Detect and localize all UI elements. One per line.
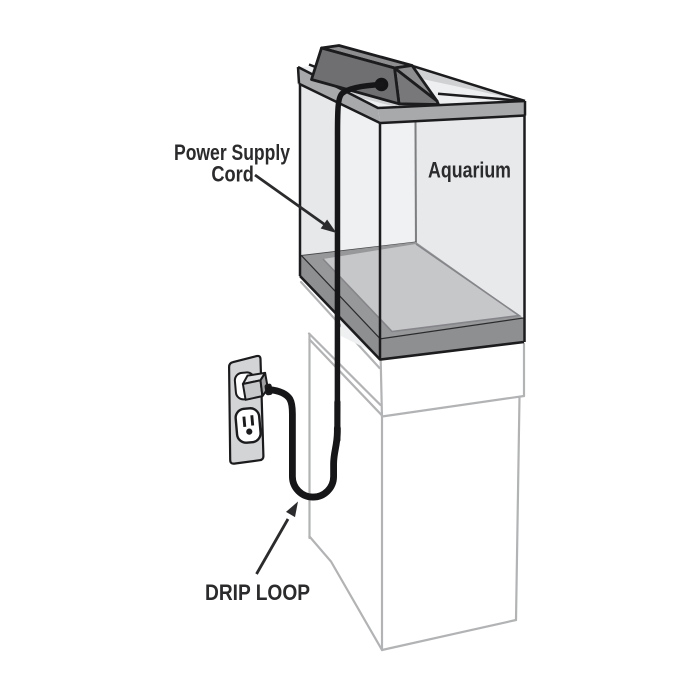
svg-text:DRIP LOOP: DRIP LOOP <box>205 580 310 605</box>
svg-text:Cord: Cord <box>211 162 254 187</box>
svg-text:Aquarium: Aquarium <box>428 158 511 183</box>
svg-text:Power Supply: Power Supply <box>174 140 290 165</box>
